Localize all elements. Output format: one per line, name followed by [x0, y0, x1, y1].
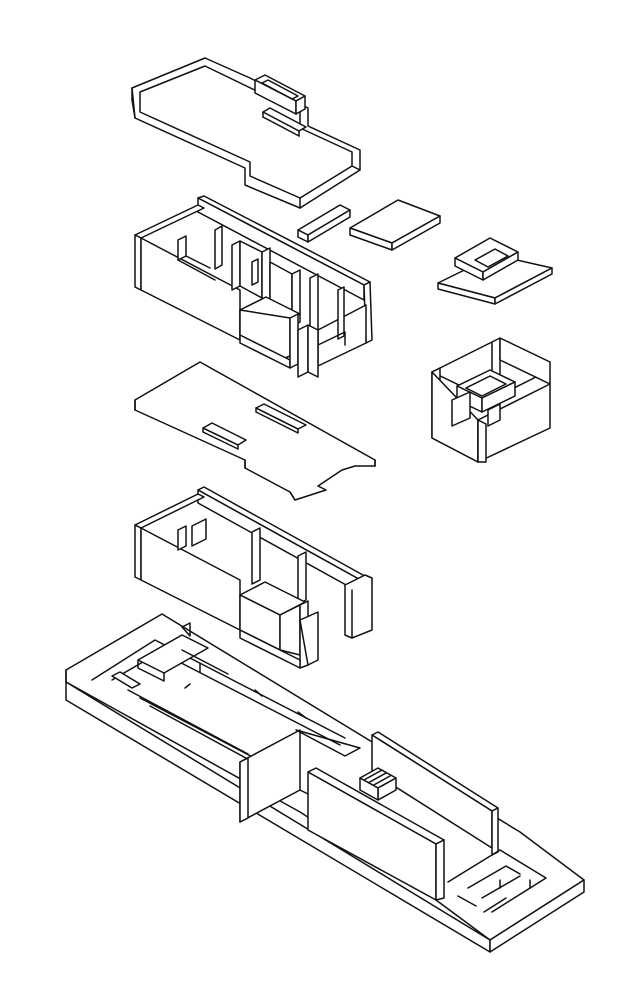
skylight-panels	[297, 199, 441, 251]
ground-plinth	[65, 613, 585, 953]
annex-roof	[437, 237, 553, 305]
upper-walls	[134, 195, 373, 378]
roof-slab	[131, 57, 361, 209]
intermediate-floor-slab	[134, 361, 376, 501]
annex-walls	[431, 337, 551, 463]
lower-walls	[134, 486, 373, 669]
